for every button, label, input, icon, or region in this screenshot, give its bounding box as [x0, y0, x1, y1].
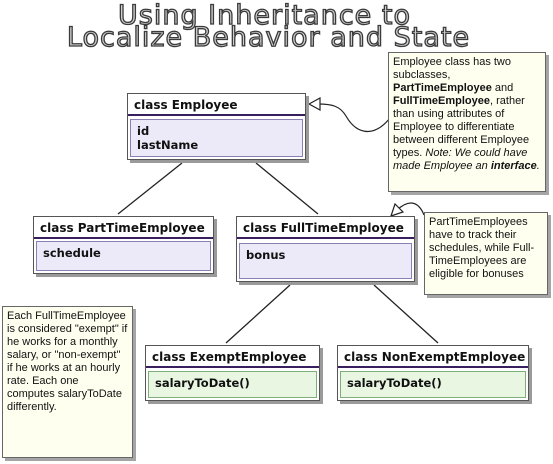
- class-nonexempt-attributes: salaryToDate(): [340, 371, 526, 398]
- attr-schedule: schedule: [43, 246, 101, 260]
- note-employee-and: and: [491, 82, 514, 94]
- note-employee-sub1: PartTimeEmployee: [393, 82, 492, 94]
- edge-employee-parttime: [117, 162, 183, 215]
- note-exempt-explanation: Each FullTimeEmployee is considered "exe…: [2, 306, 133, 458]
- note-employee-rest: , rather than using attributes of Employ…: [393, 95, 530, 159]
- class-nonexempt-employee: class NonExemptEmployee salaryToDate(): [337, 345, 529, 401]
- class-exempt-attributes: salaryToDate(): [148, 371, 317, 398]
- attr-bonus: bonus: [246, 248, 286, 262]
- attr-lastname: lastName: [137, 138, 199, 152]
- note-employee-subclasses: Employee class has two subclasses, PartT…: [388, 52, 546, 192]
- note-schedule-bonus: PartTimeEmployees have to track their sc…: [424, 212, 548, 295]
- arrowhead-fulltime: [390, 202, 405, 217]
- note-employee-sub2: FullTimeEmployee: [393, 95, 490, 107]
- class-fulltime-name: class FullTimeEmployee: [237, 217, 414, 239]
- class-employee-attributes: id lastName: [130, 119, 303, 157]
- note-employee-interface-end: .: [536, 160, 540, 172]
- class-parttime-employee: class PartTimeEmployee schedule: [33, 216, 214, 274]
- class-parttime-name: class PartTimeEmployee: [34, 217, 213, 239]
- class-parttime-attributes: schedule: [36, 241, 211, 271]
- note-exempt-text: Each FullTimeEmployee is considered "exe…: [7, 310, 128, 413]
- class-fulltime-attributes: bonus: [239, 243, 412, 279]
- attr-id: id: [137, 124, 150, 138]
- arrowhead-employee: [307, 96, 321, 112]
- method-salarytodate-exempt: salaryToDate(): [155, 376, 250, 390]
- note-pointer-employee: [317, 103, 391, 133]
- note-employee-intro: Employee class has two subclasses,: [393, 56, 511, 81]
- edge-employee-fulltime: [255, 162, 319, 215]
- class-exempt-name: class ExemptEmployee: [146, 346, 319, 368]
- edge-fulltime-exempt: [225, 284, 291, 344]
- note-pointer-fulltime: [396, 202, 425, 216]
- method-salarytodate-nonexempt: salaryToDate(): [347, 376, 442, 390]
- edge-fulltime-nonexempt: [373, 284, 439, 344]
- class-nonexempt-name: class NonExemptEmployee: [338, 346, 528, 368]
- class-employee: class Employee id lastName: [127, 93, 306, 160]
- note-employee-interface-word: interface: [490, 160, 537, 172]
- title-line-2: Localize Behavior and State: [66, 22, 471, 53]
- note-schedule-text: PartTimeEmployees have to track their sc…: [429, 216, 535, 280]
- class-exempt-employee: class ExemptEmployee salaryToDate(): [145, 345, 320, 401]
- title-line-1: Using Inheritance to: [117, 0, 411, 31]
- class-fulltime-employee: class FullTimeEmployee bonus: [236, 216, 415, 282]
- note-employee-interface-prefix: Note: We could have made Employee an: [393, 147, 528, 172]
- class-employee-name: class Employee: [128, 94, 305, 116]
